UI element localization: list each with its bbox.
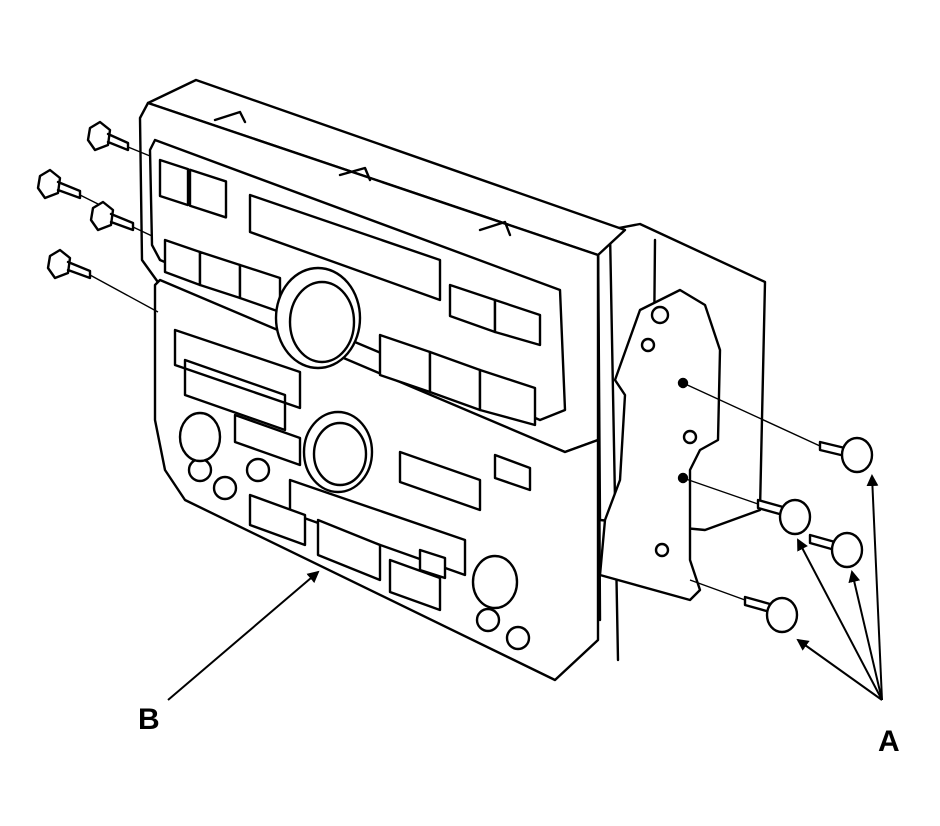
callout-arrows xyxy=(168,474,882,700)
arrow-a-4 xyxy=(796,638,882,700)
callout-label-b: B xyxy=(138,703,160,736)
bolt-a-4 xyxy=(745,597,797,632)
bolt-a-3 xyxy=(810,533,862,567)
lower-control-panel xyxy=(189,415,530,649)
upper-volume-knob xyxy=(276,268,360,368)
bolt-left-3 xyxy=(91,202,133,230)
mounting-bracket xyxy=(600,290,720,600)
arrow-a-1 xyxy=(866,474,882,700)
arrow-b xyxy=(168,570,320,700)
bolt-a-1 xyxy=(820,438,872,472)
bolt-left-1 xyxy=(88,122,128,150)
arrow-a-3 xyxy=(848,570,882,700)
callout-label-a: A xyxy=(878,725,900,758)
lower-tuning-knob xyxy=(304,412,372,492)
lower-left-knob xyxy=(180,413,220,461)
bolt-left-2 xyxy=(38,170,80,198)
lower-right-knob xyxy=(473,556,517,608)
alignment-lines xyxy=(80,147,820,600)
bolt-a-2 xyxy=(758,500,810,534)
upper-control-panel xyxy=(150,140,565,430)
bolt-left-4 xyxy=(48,250,90,278)
arrow-a-2 xyxy=(797,538,882,700)
